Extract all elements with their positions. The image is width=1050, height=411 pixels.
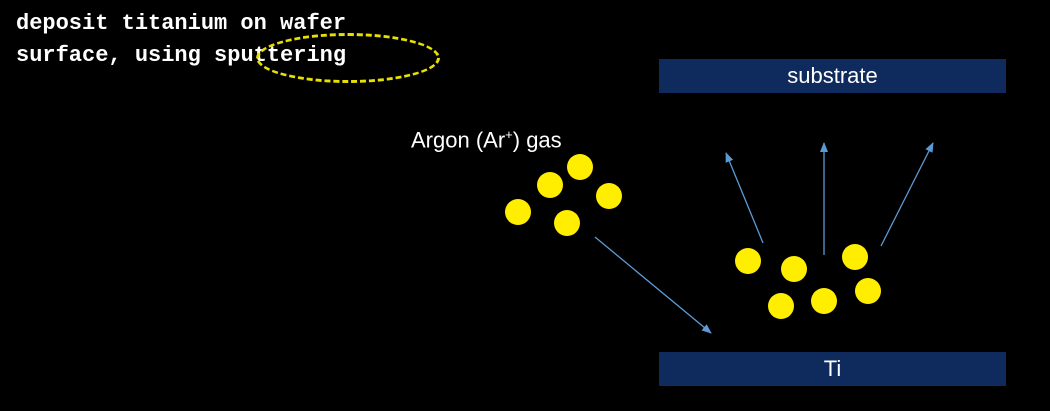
gas-suffix: ) gas	[512, 127, 562, 153]
argon-gas-label: Argon (Ar+) gas	[411, 127, 562, 153]
ejection-arrow-left	[725, 152, 764, 244]
caption-line-1: deposit titanium on wafer	[16, 11, 347, 36]
titanium-particle	[768, 293, 794, 319]
argon-particle	[596, 183, 622, 209]
titanium-target-plate: Ti	[659, 352, 1006, 386]
ejection-arrow-right	[880, 142, 934, 247]
substrate-plate: substrate	[659, 59, 1006, 93]
dashed-highlight-ellipse	[256, 33, 440, 83]
gas-name: Argon (Ar	[411, 127, 506, 153]
target-label: Ti	[823, 356, 842, 381]
gas-charge: +	[505, 127, 513, 142]
titanium-particle	[811, 288, 837, 314]
titanium-particle	[855, 278, 881, 304]
argon-particle	[537, 172, 563, 198]
caption-line-2-prefix: surface, using	[16, 43, 215, 68]
argon-particle	[554, 210, 580, 236]
titanium-particle	[781, 256, 807, 282]
titanium-particle	[842, 244, 868, 270]
argon-particle	[567, 154, 593, 180]
argon-particle	[505, 199, 531, 225]
titanium-particle	[735, 248, 761, 274]
argon-impact-arrow	[594, 236, 712, 334]
substrate-label: substrate	[787, 63, 878, 88]
